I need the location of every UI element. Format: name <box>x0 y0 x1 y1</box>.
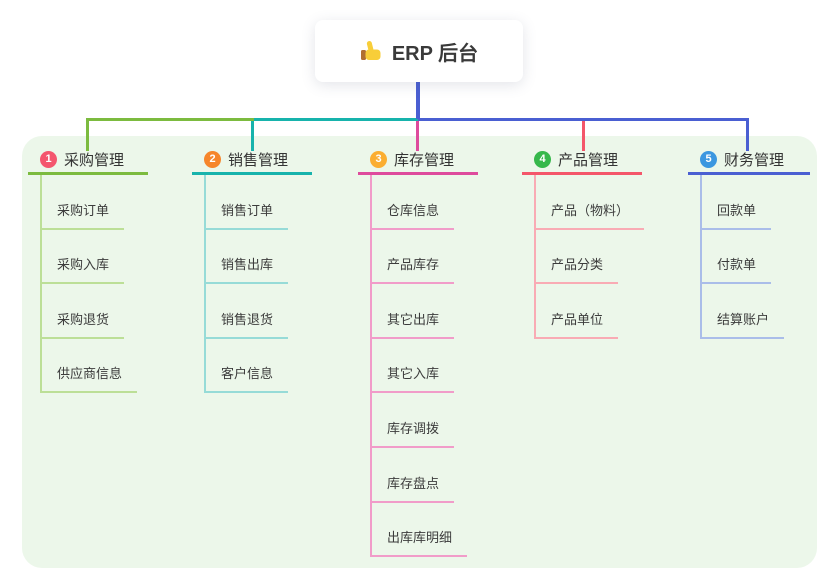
branch-label: 产品管理 <box>558 152 619 169</box>
child-node[interactable]: 产品分类 <box>536 230 619 285</box>
branch-children: 产品（物料） 产品分类 产品单位 <box>534 175 645 339</box>
child-node[interactable]: 销售退货 <box>206 284 289 339</box>
child-node[interactable]: 库存调拨 <box>372 393 455 448</box>
branch-label: 销售管理 <box>228 152 289 169</box>
child-node[interactable]: 结算账户 <box>702 284 785 339</box>
branch-number-badge: 5 <box>700 151 717 168</box>
connector-trunk-segment <box>418 118 749 121</box>
child-node[interactable]: 产品库存 <box>372 230 455 285</box>
connector-trunk-segment <box>254 118 418 121</box>
child-node[interactable]: 销售订单 <box>206 175 289 230</box>
child-node[interactable]: 其它出库 <box>372 284 455 339</box>
child-node[interactable]: 库存盘点 <box>372 448 455 503</box>
child-node[interactable]: 付款单 <box>702 230 772 285</box>
child-node[interactable]: 其它入库 <box>372 339 455 394</box>
child-node[interactable]: 产品（物料） <box>536 175 645 230</box>
child-node[interactable]: 仓库信息 <box>372 175 455 230</box>
child-node[interactable]: 销售出库 <box>206 230 289 285</box>
branch-label: 采购管理 <box>64 152 125 169</box>
branch-drop-line <box>251 121 254 151</box>
branch-column-purchase: 1 采购管理 采购订单 采购入库 采购退货 供应商信息 <box>28 150 148 394</box>
branch-header[interactable]: 2 销售管理 <box>192 150 312 175</box>
branch-number-badge: 3 <box>370 151 387 168</box>
branch-number-badge: 2 <box>204 151 221 168</box>
branch-column-finance: 5 财务管理 回款单 付款单 结算账户 <box>688 150 810 339</box>
branch-children: 销售订单 销售出库 销售退货 客户信息 <box>204 175 312 394</box>
child-node[interactable]: 出库库明细 <box>372 503 468 558</box>
child-node[interactable]: 采购入库 <box>42 230 125 285</box>
branch-header[interactable]: 3 库存管理 <box>358 150 478 175</box>
child-node[interactable]: 产品单位 <box>536 284 619 339</box>
branch-header[interactable]: 1 采购管理 <box>28 150 148 175</box>
branch-children: 采购订单 采购入库 采购退货 供应商信息 <box>40 175 148 394</box>
branch-drop-line <box>416 121 419 151</box>
branch-children: 回款单 付款单 结算账户 <box>700 175 810 339</box>
branch-children: 仓库信息 产品库存 其它出库 其它入库 库存调拨 库存盘点 出库库明细 <box>370 175 478 558</box>
branch-column-sales: 2 销售管理 销售订单 销售出库 销售退货 客户信息 <box>192 150 312 394</box>
branch-column-inventory: 3 库存管理 仓库信息 产品库存 其它出库 其它入库 库存调拨 库存盘点 出库库… <box>358 150 478 558</box>
root-stem-line <box>416 82 420 119</box>
branch-label: 库存管理 <box>394 152 455 169</box>
child-node[interactable]: 采购订单 <box>42 175 125 230</box>
branch-column-product: 4 产品管理 产品（物料） 产品分类 产品单位 <box>522 150 645 339</box>
branch-header[interactable]: 4 产品管理 <box>522 150 642 175</box>
child-node[interactable]: 客户信息 <box>206 339 289 394</box>
branch-number-badge: 4 <box>534 151 551 168</box>
branch-header[interactable]: 5 财务管理 <box>688 150 810 175</box>
branch-drop-line <box>582 121 585 151</box>
root-node[interactable]: ERP 后台 <box>315 20 523 82</box>
thumbs-up-icon <box>360 41 381 60</box>
child-node[interactable]: 供应商信息 <box>42 339 138 394</box>
branch-drop-line <box>86 118 89 151</box>
root-label: ERP 后台 <box>391 42 479 65</box>
canvas-panel <box>22 136 817 568</box>
connector-trunk-segment <box>87 118 254 121</box>
child-node[interactable]: 回款单 <box>702 175 772 230</box>
branch-drop-line <box>746 118 749 151</box>
branch-number-badge: 1 <box>40 151 57 168</box>
child-node[interactable]: 采购退货 <box>42 284 125 339</box>
branch-label: 财务管理 <box>724 152 785 169</box>
